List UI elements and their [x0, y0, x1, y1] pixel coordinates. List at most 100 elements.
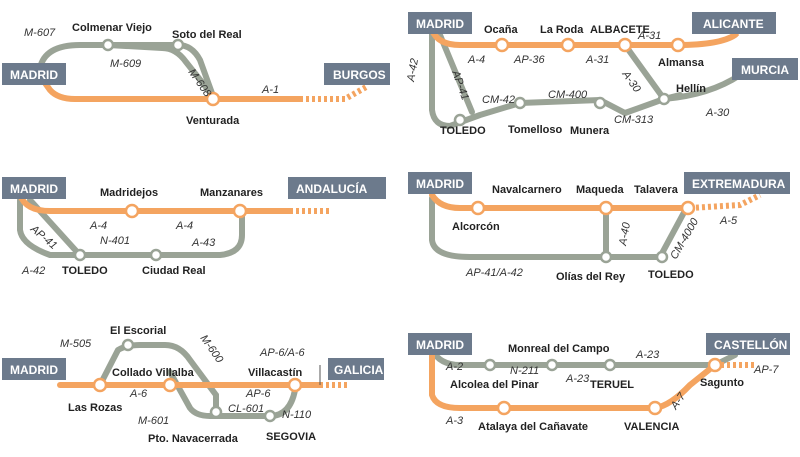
town-label: Alcorcón: [452, 221, 500, 233]
route-m609: [105, 42, 216, 99]
town-node: [121, 338, 135, 352]
end-label-alicante: ALICANTE: [703, 17, 764, 31]
town-label: VALENCIA: [624, 421, 679, 433]
town-label: El Escorial: [110, 325, 166, 337]
town-label: ALBACETE: [590, 24, 650, 36]
end-label-murcia: MURCIA: [741, 63, 789, 77]
road-label: AP-36: [513, 54, 545, 66]
town-node: [593, 96, 607, 110]
town-label: Ocaña: [484, 24, 519, 36]
town-label: SEGOVIA: [266, 431, 316, 443]
road-label: M-505: [60, 338, 92, 350]
start-box: [2, 177, 66, 199]
town-label: Munera: [570, 125, 610, 137]
map-castellon: MADRID CASTELLÓN Monreal del Campo Alcol…: [408, 333, 790, 433]
route-ap41-a42: [429, 195, 691, 260]
end-label: ANDALUCÍA: [296, 181, 368, 196]
town-label: Olías del Rey: [556, 271, 626, 283]
start-label: MADRID: [10, 182, 58, 196]
town-label: Tomelloso: [508, 124, 562, 136]
road-label: A-1: [261, 84, 279, 96]
town-node: [101, 38, 115, 52]
route-a42: [429, 27, 453, 129]
start-box: [2, 358, 66, 380]
road-label: A-6: [129, 388, 148, 400]
road-label: M-600: [198, 333, 226, 366]
town-label: Pto. Navacerrada: [148, 433, 239, 445]
town-node: [470, 200, 486, 216]
town-node: [149, 248, 163, 262]
start-box: [408, 172, 472, 194]
road-label: N-110: [282, 409, 312, 421]
end-label: CASTELLÓN: [714, 337, 787, 352]
town-label: Navalcarnero: [492, 184, 562, 196]
road-label: AP-7: [753, 364, 779, 376]
town-node: [496, 400, 512, 416]
start-label: MADRID: [10, 363, 58, 377]
route-a5: [429, 192, 693, 211]
road-label: A-5: [719, 215, 738, 227]
road-label: A-42: [21, 265, 45, 277]
town-label: Monreal del Campo: [508, 343, 610, 355]
start-box: [408, 333, 472, 355]
route-ap41: [437, 32, 475, 115]
end-box: [288, 177, 386, 199]
road-label: A-40: [617, 221, 633, 248]
map-andalucia: MADRID ANDALUCÍA Madridejos Manzanares T…: [2, 177, 386, 277]
town-node: [560, 37, 576, 53]
town-node: [92, 377, 108, 393]
road-label: A-43: [191, 237, 216, 249]
town-label: TOLEDO: [648, 269, 694, 281]
end-label: GALICIA: [334, 363, 384, 377]
map-alicante-murcia: MADRID ALICANTE MURCIA Ocaña La Roda ALB…: [405, 12, 798, 137]
town-node: [617, 37, 633, 53]
route-a1-continuation: [300, 83, 370, 102]
route-m601-cl601: [167, 369, 298, 419]
road-label: AP-41/A-42: [465, 267, 523, 279]
town-node: [162, 377, 178, 393]
road-label: CM-400: [548, 89, 588, 101]
town-node: [599, 250, 613, 264]
road-label: N-401: [100, 235, 130, 247]
road-label: A-23: [565, 373, 590, 385]
town-node: [124, 203, 140, 219]
town-label: Madridejos: [100, 187, 158, 199]
town-node: [205, 91, 221, 107]
town-label: Soto del Real: [172, 29, 242, 41]
route-a5-continuation: [689, 192, 762, 211]
road-label: A-30: [705, 107, 730, 119]
town-node: [209, 405, 223, 419]
road-label: A-4: [89, 220, 107, 232]
town-node: [707, 357, 723, 373]
town-node: [513, 96, 527, 110]
road-label: A-4: [175, 220, 193, 232]
road-label: A-31: [637, 30, 661, 42]
end-box: [324, 63, 390, 85]
road-label: CM-313: [614, 114, 654, 126]
town-node: [670, 37, 686, 53]
end-label: BURGOS: [333, 68, 386, 82]
town-node: [603, 358, 617, 372]
town-label: La Roda: [540, 24, 584, 36]
road-label: M-601: [138, 415, 169, 427]
road-label: CL-601: [228, 403, 264, 415]
end-label: EXTREMADURA: [692, 177, 786, 191]
town-node: [655, 250, 669, 264]
town-node: [73, 248, 87, 262]
town-label: TOLEDO: [440, 125, 486, 137]
town-node: [494, 37, 510, 53]
route-a42-a43: [17, 197, 245, 258]
end-box: [328, 358, 384, 380]
road-label: A-42: [405, 58, 421, 84]
town-label: TERUEL: [590, 379, 634, 391]
end-box: [684, 172, 790, 194]
town-label: Maqueda: [576, 184, 625, 196]
town-node: [680, 200, 696, 216]
route-a4-a31: [429, 27, 738, 48]
town-label: Ciudad Real: [142, 265, 206, 277]
town-label: Atalaya del Cañavate: [478, 421, 588, 433]
map-galicia: MADRID GALICIA El Escorial Collado Villa…: [2, 325, 384, 445]
map-extremadura: MADRID EXTREMADURA Navalcarnero Maqueda …: [408, 172, 790, 283]
road-label: AP-6/A-6: [259, 347, 306, 359]
